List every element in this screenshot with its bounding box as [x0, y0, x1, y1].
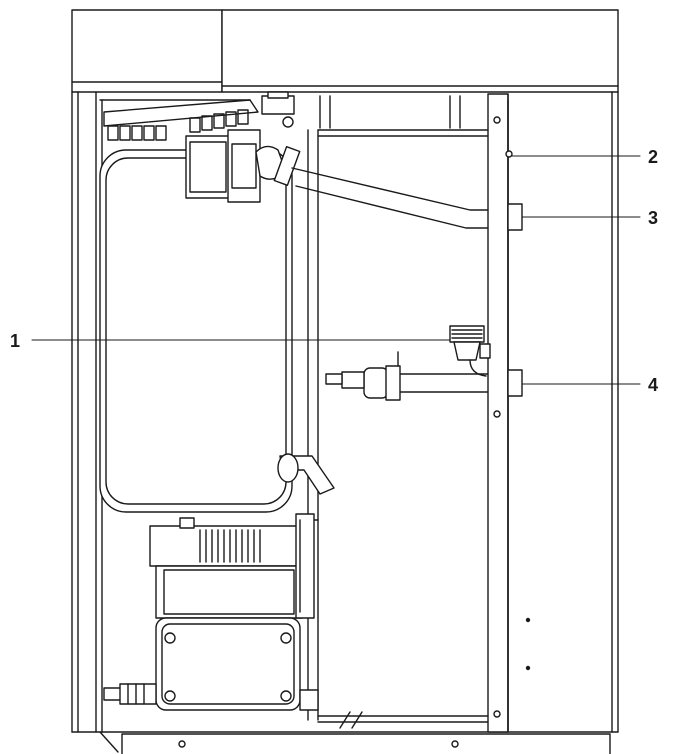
side-panel	[487, 93, 531, 733]
circulation-pump	[103, 513, 319, 711]
return-pipe-middle	[325, 351, 523, 401]
pressure-relief-valve	[449, 325, 491, 361]
expansion-vessel	[99, 149, 293, 513]
drain-elbow	[277, 453, 335, 495]
callout-label-3: 3	[648, 208, 658, 228]
callout-label-2: 2	[648, 147, 658, 167]
valve-assembly-top	[185, 129, 301, 203]
callout-label-1: 1	[10, 331, 20, 351]
flow-pipe-upper	[291, 167, 523, 231]
leader-lines	[31, 155, 641, 385]
interior-rails	[307, 129, 489, 729]
heat-exchanger-top	[99, 91, 461, 141]
callout-label-4: 4	[648, 375, 658, 395]
callout-labels: 1 2 3 4	[10, 147, 658, 395]
air-vent-cap	[505, 150, 513, 158]
